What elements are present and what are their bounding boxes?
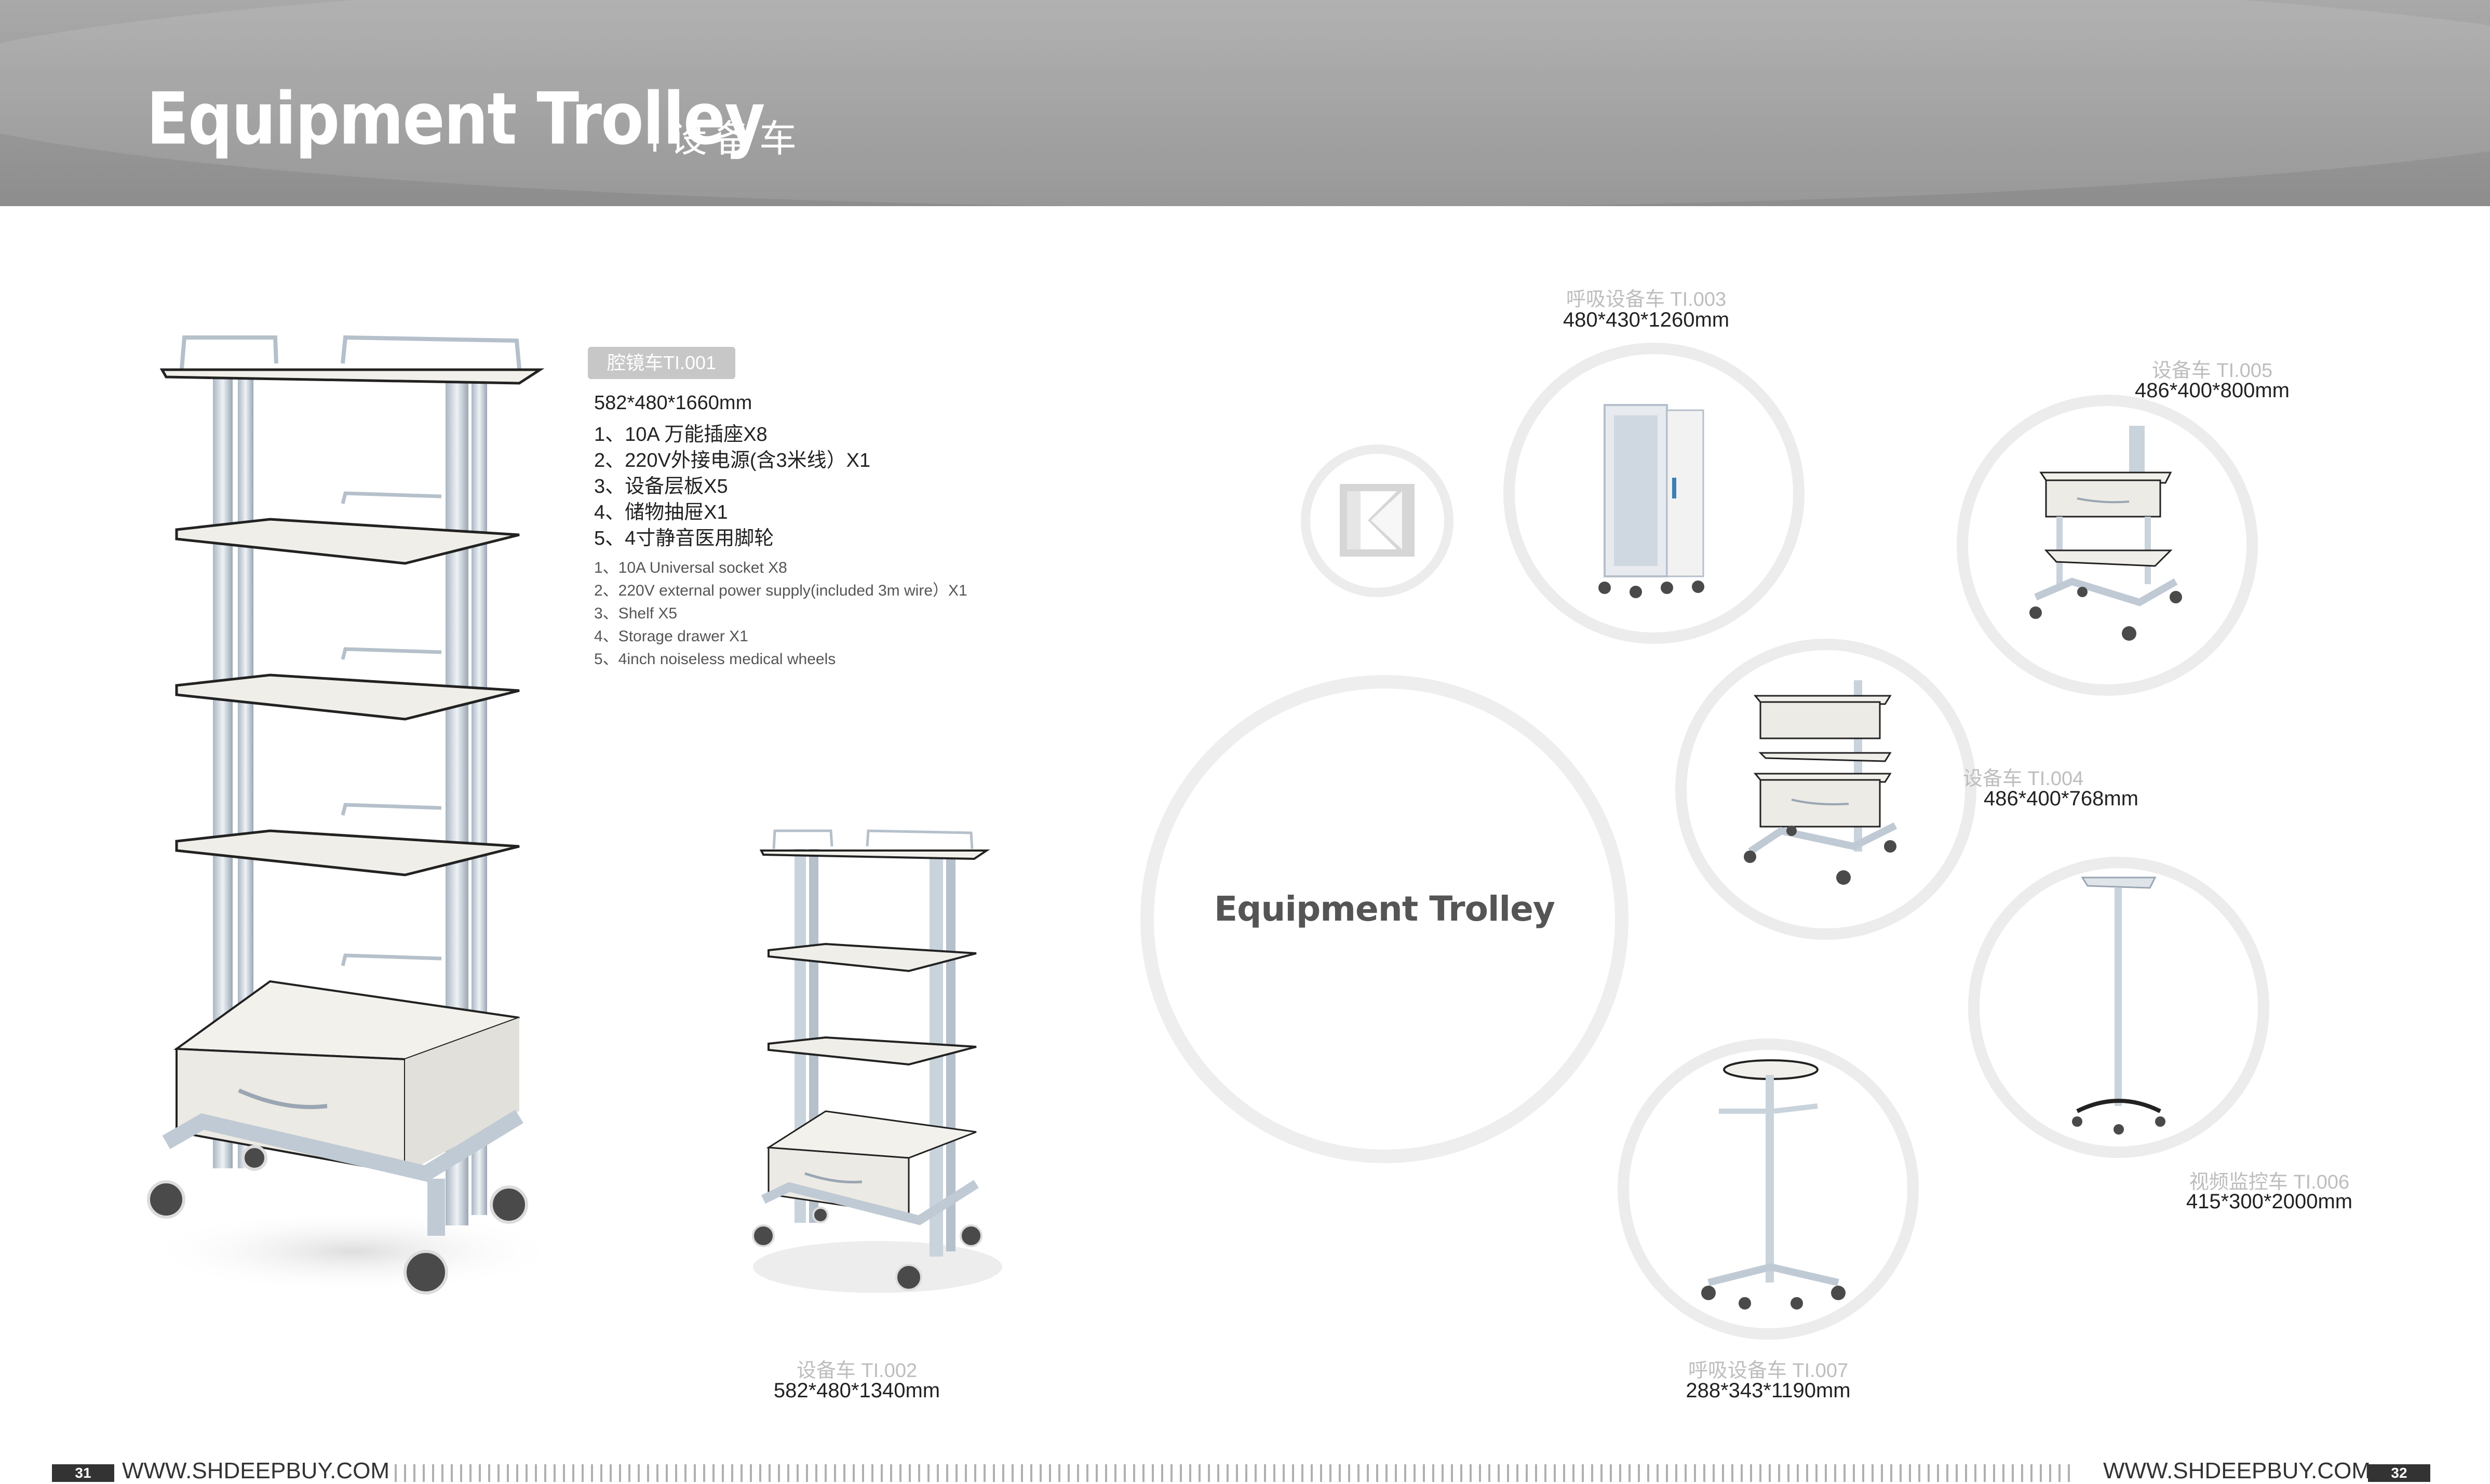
site-url-left[interactable]: WWW.SHDEEPBUY.COM [122, 1458, 390, 1483]
brand-logo-icon [1340, 484, 1415, 557]
page-header [0, 0, 2490, 206]
feature-en-1: 1、10A Universal socket X8 [594, 559, 787, 576]
footer-rule [395, 1464, 2077, 1482]
caption-ti002-dims: 582*480*1340mm [773, 1379, 940, 1402]
page-title-cn: 设备车 [670, 117, 804, 160]
caption-ti005-dims: 486*400*800mm [2135, 379, 2290, 402]
main-dimensions: 582*480*1660mm [594, 392, 752, 414]
page-number-right: 32 [2368, 1464, 2430, 1482]
caption-ti004-name: 设备车 TI.004 [1963, 768, 2084, 790]
page-title: Equipment Trolley [146, 78, 765, 161]
caption-ti006-name: 视频监控车 TI.006 [2189, 1171, 2350, 1193]
caption-ti004-dims: 486*400*768mm [1984, 787, 2138, 810]
title-divider [653, 104, 656, 152]
caption-ti002-name: 设备车 TI.002 [796, 1360, 918, 1382]
caption-ti003-dims: 480*430*1260mm [1563, 308, 1730, 331]
feature-cn-3: 3、设备层板X5 [594, 476, 728, 497]
product-image-ti005 [2029, 426, 2182, 641]
shelf-group [175, 491, 520, 876]
center-label: Equipment Trolley [1214, 889, 1555, 929]
page-number-left: 31 [52, 1464, 114, 1482]
feature-cn-1: 1、10A 万能插座X8 [594, 424, 768, 446]
product-image-ti002 [752, 829, 1002, 1293]
product-image-ti003 [1598, 404, 1704, 598]
feature-en-2: 2、220V external power supply(included 3m… [594, 582, 967, 599]
feature-en-4: 4、Storage drawer X1 [594, 628, 748, 645]
product-image-ti001 [145, 335, 561, 1294]
product-image-ti006 [2072, 876, 2165, 1135]
feature-cn-2: 2、220V外接电源(含3米线）X1 [594, 450, 871, 471]
product-image-ti007 [1701, 1059, 1846, 1310]
product-image-ti004 [1744, 680, 1897, 885]
product-tag: 腔镜车TI.001 [588, 347, 735, 379]
feature-en-3: 3、Shelf X5 [594, 605, 678, 622]
caption-ti003-name: 呼吸设备车 TI.003 [1566, 289, 1727, 311]
feature-cn-4: 4、储物抽屉X1 [594, 502, 728, 523]
feature-en-5: 5、4inch noiseless medical wheels [594, 651, 836, 668]
caption-ti005-name: 设备车 TI.005 [2151, 360, 2273, 382]
caption-ti006-dims: 415*300*2000mm [2186, 1190, 2353, 1213]
feature-cn-5: 5、4寸静音医用脚轮 [594, 528, 774, 549]
header-swoosh [0, 0, 2490, 206]
site-url-right[interactable]: WWW.SHDEEPBUY.COM [2103, 1458, 2371, 1483]
caption-ti007-name: 呼吸设备车 TI.007 [1688, 1360, 1849, 1382]
center-ring [1140, 675, 1628, 1163]
caption-ti007-dims: 288*343*1190mm [1686, 1379, 1851, 1402]
